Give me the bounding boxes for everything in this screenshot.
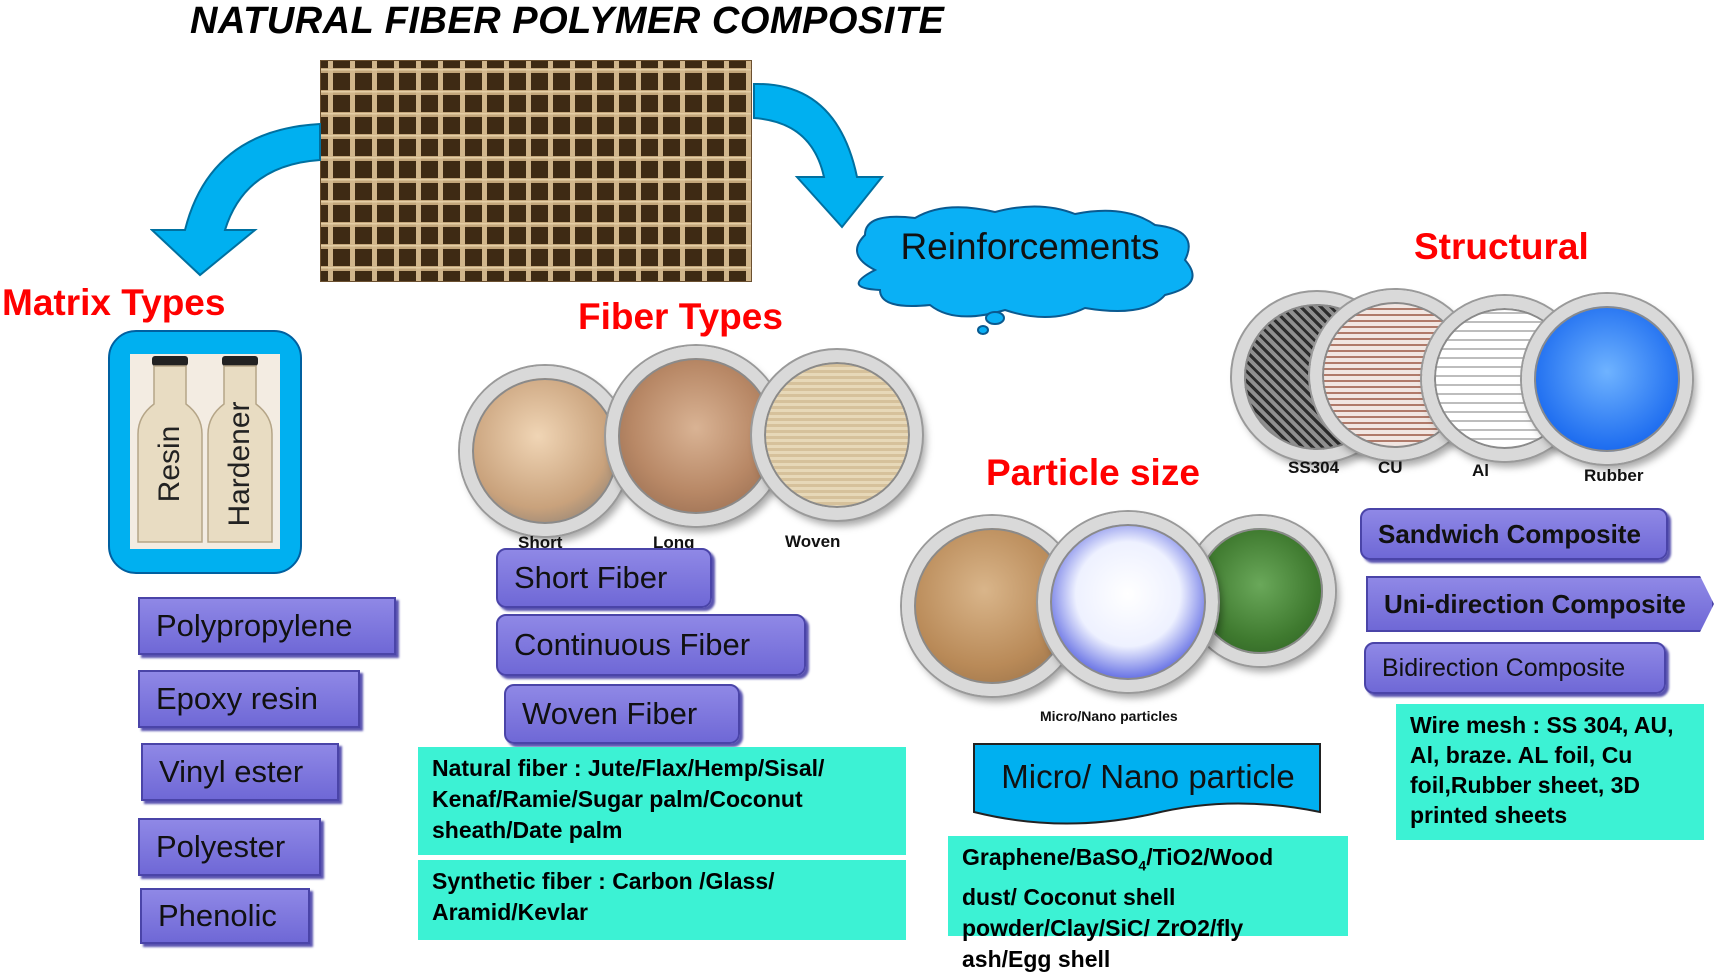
arrow-to-reinforcements	[753, 82, 885, 229]
caption-rubber: Rubber	[1584, 466, 1644, 485]
matrix-item-vinyl-ester: Vinyl ester	[141, 743, 339, 801]
caption-al: Al	[1472, 461, 1489, 480]
wire-mesh-list: Wire mesh : SS 304, AU, Al, braze. AL fo…	[1396, 704, 1704, 840]
page-title: NATURAL FIBER POLYMER COMPOSITE	[190, 0, 945, 42]
matrix-item-polypropylene: Polypropylene	[138, 597, 396, 655]
arrow-to-matrix	[150, 122, 321, 277]
white-powder-circle	[1038, 512, 1218, 692]
fiber-item-short: Short Fiber	[496, 548, 712, 608]
hardener-label: Hardener	[223, 401, 256, 527]
rubber-sheet-circle	[1522, 294, 1692, 464]
matrix-types-heading: Matrix Types	[2, 282, 226, 323]
matrix-item-phenolic: Phenolic	[140, 888, 310, 944]
particle-size-heading: Particle size	[986, 452, 1200, 493]
micro-nano-banner	[973, 743, 1321, 825]
bottle-photo: Resin Hardener	[130, 354, 280, 549]
structural-item-bidirection: Bidirection Composite	[1364, 642, 1666, 694]
caption-woven: Woven	[785, 532, 841, 551]
micro-nano-label: Micro/ Nano particle	[1001, 758, 1295, 795]
fiber-item-woven: Woven Fiber	[504, 684, 740, 744]
woven-fiber-circle	[752, 350, 922, 520]
matrix-item-polyester: Polyester	[138, 818, 321, 876]
fiber-types-heading: Fiber Types	[578, 296, 783, 337]
caption-short: Short	[518, 533, 563, 552]
synthetic-fiber-list: Synthetic fiber : Carbon /Glass/ Aramid/…	[418, 860, 906, 940]
fiber-item-continuous: Continuous Fiber	[496, 614, 806, 676]
caption-ss304: SS304	[1288, 458, 1340, 477]
structural-heading: Structural	[1414, 226, 1589, 267]
bottles-icon	[137, 356, 273, 543]
reinforcements-cloud	[856, 205, 1194, 335]
resin-label: Resin	[153, 425, 186, 503]
particle-list: Graphene/BaSO4/TiO2/Wood dust/ Coconut s…	[948, 836, 1348, 972]
reinforcements-label: Reinforcements	[900, 226, 1160, 267]
natural-fiber-list: Natural fiber : Jute/Flax/Hemp/Sisal/ Ke…	[418, 747, 906, 855]
jute-mesh-image	[320, 60, 752, 282]
particles-caption: Micro/Nano particles	[1040, 708, 1178, 724]
matrix-item-epoxy-resin: Epoxy resin	[138, 670, 360, 728]
bottle-panel: Resin Hardener	[108, 330, 302, 574]
caption-cu: CU	[1378, 458, 1403, 477]
short-fiber-circle	[460, 366, 630, 536]
structural-item-sandwich: Sandwich Composite	[1360, 508, 1668, 560]
structural-item-uni-direction: Uni-direction Composite	[1366, 576, 1714, 632]
caption-long: Long	[653, 533, 695, 552]
